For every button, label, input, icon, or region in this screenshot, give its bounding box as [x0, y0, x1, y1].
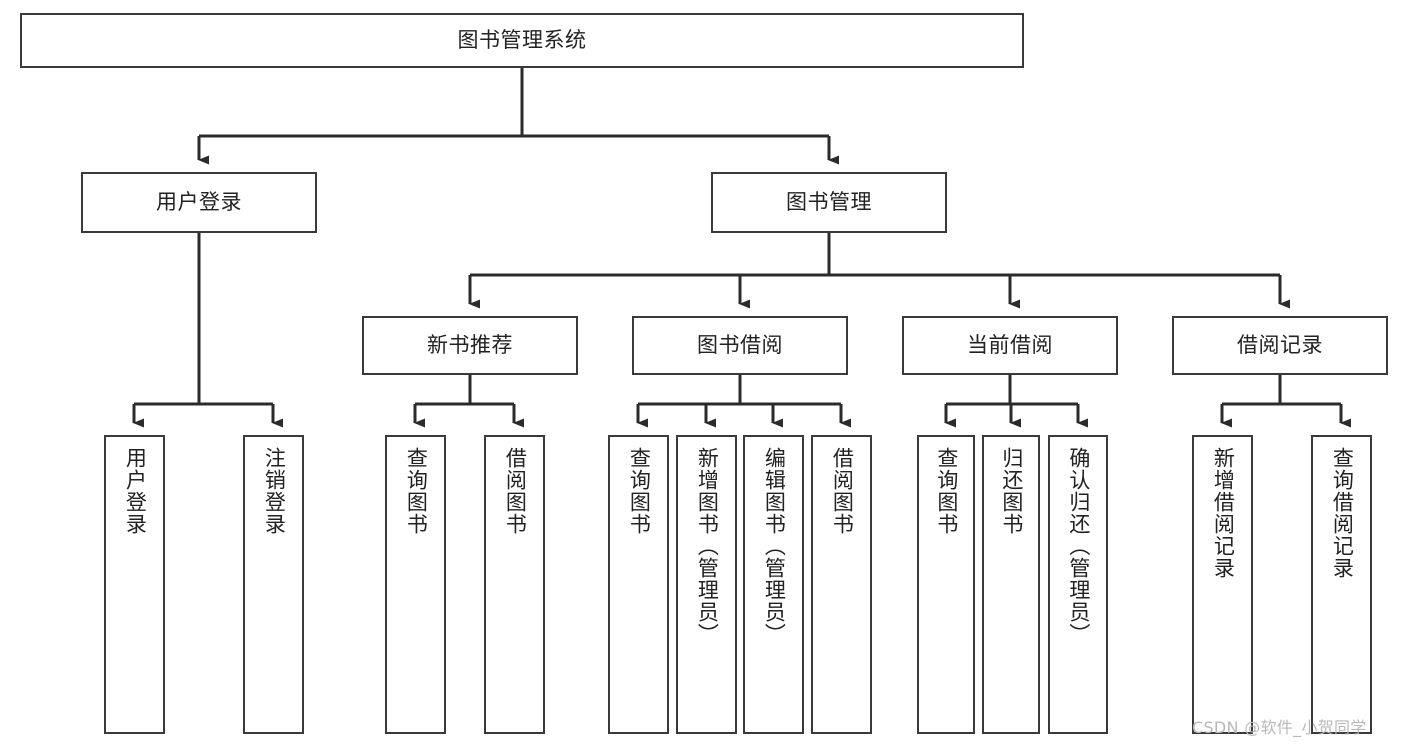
leaf-query-book-recommend[interactable]: 查询图书: [385, 435, 446, 734]
leaf-add-book-admin-label: 新增图书（管理员）: [695, 447, 720, 645]
leaf-borrow-book[interactable]: 借阅图书: [811, 435, 872, 734]
leaf-user-logout[interactable]: 注销登录: [243, 435, 304, 734]
leaf-add-borrow-record-label: 新增借阅记录: [1211, 447, 1236, 579]
leaf-edit-book-admin[interactable]: 编辑图书（管理员）: [743, 435, 804, 734]
node-root-label: 图书管理系统: [457, 28, 587, 53]
leaf-borrow-book-recommend-label: 借阅图书: [503, 447, 528, 535]
node-current-borrow[interactable]: 当前借阅: [902, 316, 1118, 375]
leaf-add-book-admin[interactable]: 新增图书（管理员）: [676, 435, 737, 734]
node-root[interactable]: 图书管理系统: [20, 13, 1024, 68]
node-user-login-label: 用户登录: [156, 190, 242, 215]
node-borrow-record[interactable]: 借阅记录: [1172, 316, 1388, 375]
leaf-query-borrow-record-label: 查询借阅记录: [1330, 447, 1355, 579]
leaf-confirm-return-admin-label: 确认归还（管理员）: [1066, 447, 1091, 645]
leaf-query-borrow-record[interactable]: 查询借阅记录: [1311, 435, 1372, 734]
node-borrow-record-label: 借阅记录: [1237, 333, 1323, 358]
leaf-borrow-book-label: 借阅图书: [830, 447, 855, 535]
leaf-query-book-current-label: 查询图书: [934, 447, 959, 535]
node-new-book-recommend-label: 新书推荐: [427, 333, 513, 358]
node-book-borrow-label: 图书借阅: [697, 333, 783, 358]
leaf-user-login[interactable]: 用户登录: [104, 435, 165, 734]
leaf-borrow-book-recommend[interactable]: 借阅图书: [484, 435, 545, 734]
leaf-query-book-current[interactable]: 查询图书: [917, 435, 975, 734]
node-new-book-recommend[interactable]: 新书推荐: [362, 316, 578, 375]
leaf-user-logout-label: 注销登录: [262, 447, 287, 535]
node-book-management[interactable]: 图书管理: [711, 172, 947, 233]
leaf-return-book[interactable]: 归还图书: [982, 435, 1040, 734]
leaf-edit-book-admin-label: 编辑图书（管理员）: [762, 447, 787, 645]
leaf-query-book-borrow[interactable]: 查询图书: [608, 435, 669, 734]
leaf-add-borrow-record[interactable]: 新增借阅记录: [1192, 435, 1253, 734]
leaf-query-book-recommend-label: 查询图书: [404, 447, 429, 535]
leaf-user-login-label: 用户登录: [123, 447, 148, 535]
leaf-confirm-return-admin[interactable]: 确认归还（管理员）: [1048, 435, 1108, 734]
leaf-query-book-borrow-label: 查询图书: [627, 447, 652, 535]
node-book-borrow[interactable]: 图书借阅: [632, 316, 848, 375]
node-current-borrow-label: 当前借阅: [967, 333, 1053, 358]
node-book-management-label: 图书管理: [786, 190, 872, 215]
leaf-return-book-label: 归还图书: [999, 447, 1024, 535]
node-user-login[interactable]: 用户登录: [81, 172, 317, 233]
